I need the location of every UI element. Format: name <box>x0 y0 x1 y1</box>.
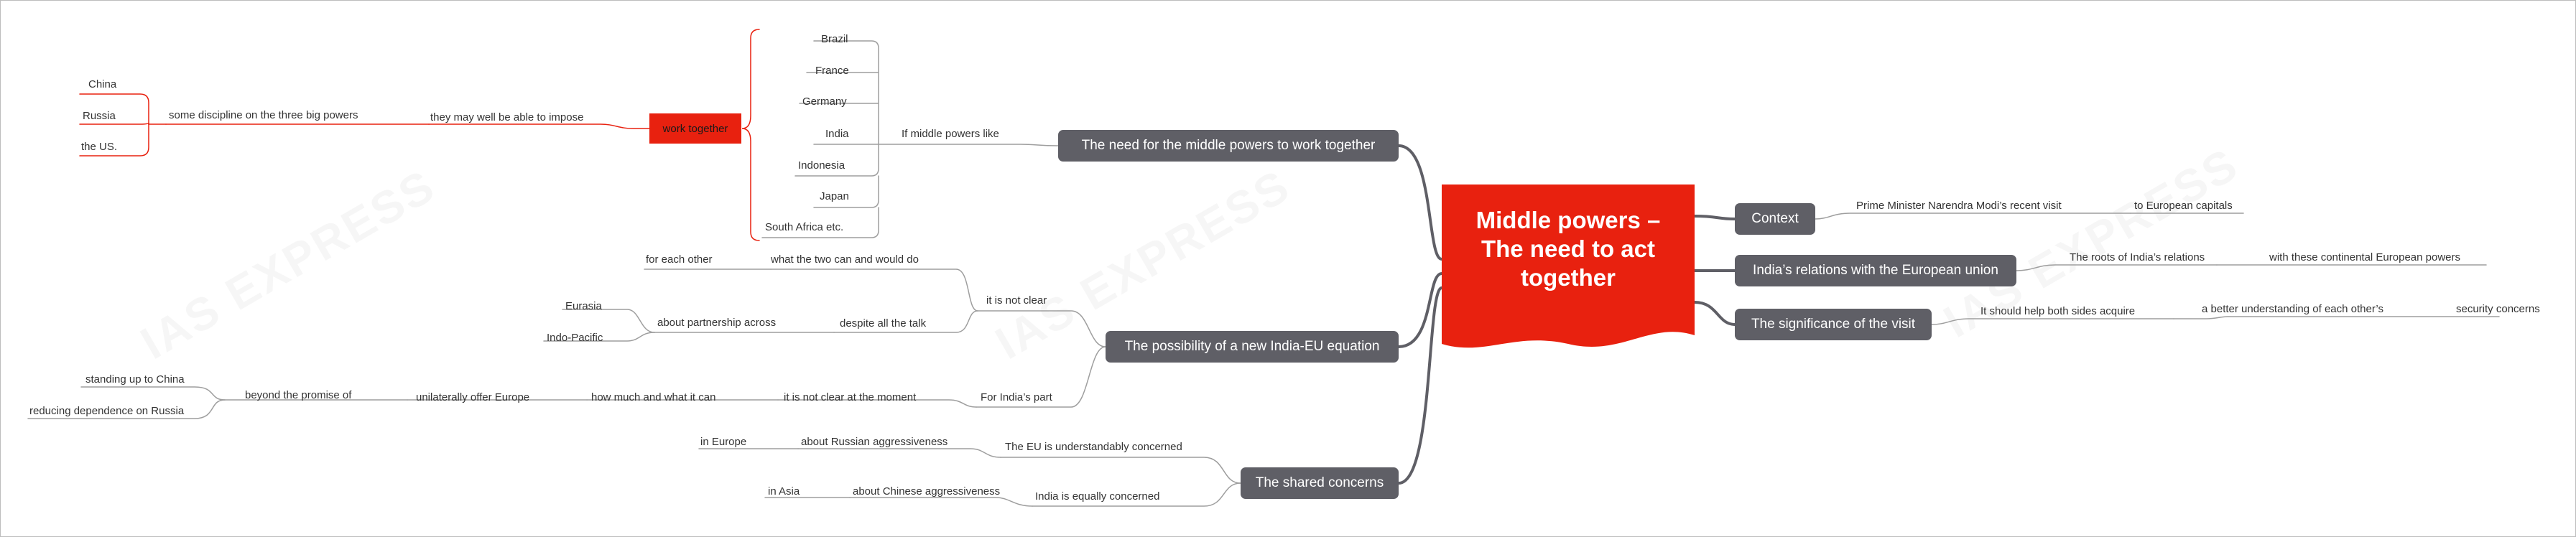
connector-central-context <box>1693 215 1736 220</box>
node-country-indonesia[interactable]: Indonesia <box>798 159 845 172</box>
node-chinese-aggressiveness[interactable]: about Chinese aggressiveness <box>853 485 1001 498</box>
node-roots-of-relations[interactable]: The roots of India’s relations <box>2070 251 2205 263</box>
node-reducing-dependence-russia[interactable]: reducing dependence on Russia <box>29 405 185 417</box>
node-country-brazil[interactable]: Brazil <box>821 33 848 45</box>
node-for-each-other[interactable]: for each other <box>646 253 713 266</box>
node-country-japan[interactable]: Japan <box>820 190 849 202</box>
node-country-germany[interactable]: Germany <box>802 95 847 108</box>
branch-context[interactable]: Context <box>1735 203 1815 235</box>
node-despite-the-talk[interactable]: despite all the talk <box>840 317 927 330</box>
node-continental-powers[interactable]: with these continental European powers <box>2269 251 2461 263</box>
node-security-concerns[interactable]: security concerns <box>2456 303 2540 315</box>
node-help-both-sides[interactable]: It should help both sides acquire <box>1980 305 2136 317</box>
node-eu-concerned[interactable]: The EU is understandably concerned <box>1005 441 1182 453</box>
branch-india-eu-relations[interactable]: India’s relations with the European unio… <box>1735 255 2016 286</box>
central-topic-line: The need to act <box>1481 235 1656 262</box>
node-work-together[interactable]: work together <box>649 113 741 144</box>
node-what-the-two-can-do[interactable]: what the two can and would do <box>771 253 919 266</box>
central-topic-line: together <box>1521 264 1616 291</box>
node-it-is-not-clear[interactable]: it is not clear <box>986 294 1047 307</box>
node-unilaterally-offer-europe[interactable]: unilaterally offer Europe <box>416 391 530 403</box>
central-topic-title: Middle powers – The need to act together <box>1442 206 1695 292</box>
branch-india-eu-equation[interactable]: The possibility of a new India-EU equati… <box>1106 331 1399 363</box>
node-country-india[interactable]: India <box>825 128 849 140</box>
node-region-indo-pacific[interactable]: Indo-Pacific <box>547 332 603 344</box>
node-in-asia[interactable]: in Asia <box>768 485 800 498</box>
node-standing-up-to-china[interactable]: standing up to China <box>85 373 185 386</box>
central-topic-line: Middle powers – <box>1475 207 1661 233</box>
node-not-clear-at-moment[interactable]: it is not clear at the moment <box>784 391 917 403</box>
node-india-concerned[interactable]: India is equally concerned <box>1035 490 1160 503</box>
node-partnership-across[interactable]: about partnership across <box>657 317 777 329</box>
node-if-middle-powers[interactable]: If middle powers like <box>902 128 999 140</box>
central-topic-shape <box>1442 185 1695 348</box>
connector-central-significance <box>1693 301 1736 326</box>
node-country-france[interactable]: France <box>815 65 849 77</box>
node-power-china[interactable]: China <box>88 78 117 90</box>
connector-central-shared <box>1397 286 1443 485</box>
node-beyond-the-promise[interactable]: beyond the promise of <box>245 389 352 401</box>
branch-significance[interactable]: The significance of the visit <box>1735 309 1932 340</box>
node-able-to-impose[interactable]: they may well be able to impose <box>430 111 584 123</box>
node-power-us[interactable]: the US. <box>81 141 118 153</box>
connector-central-equation <box>1397 272 1443 348</box>
branch-need-middle-powers[interactable]: The need for the middle powers to work t… <box>1058 130 1399 162</box>
node-russian-aggressiveness[interactable]: about Russian aggressiveness <box>801 436 948 448</box>
node-european-capitals[interactable]: to European capitals <box>2134 200 2233 212</box>
node-how-much-what-it-can[interactable]: how much and what it can <box>591 391 716 403</box>
node-modi-visit[interactable]: Prime Minister Narendra Modi’s recent vi… <box>1856 200 2062 212</box>
branch-shared-concerns[interactable]: The shared concerns <box>1241 467 1399 499</box>
node-discipline-big-powers[interactable]: some discipline on the three big powers <box>169 109 358 121</box>
node-country-south-africa[interactable]: South Africa etc. <box>765 221 844 233</box>
node-in-europe[interactable]: in Europe <box>700 436 747 448</box>
node-power-russia[interactable]: Russia <box>83 110 116 122</box>
node-indias-part[interactable]: For India’s part <box>981 391 1052 403</box>
node-better-understanding[interactable]: a better understanding of each other’s <box>2202 303 2383 315</box>
connector-central-need <box>1397 144 1443 261</box>
node-region-eurasia[interactable]: Eurasia <box>565 300 602 312</box>
